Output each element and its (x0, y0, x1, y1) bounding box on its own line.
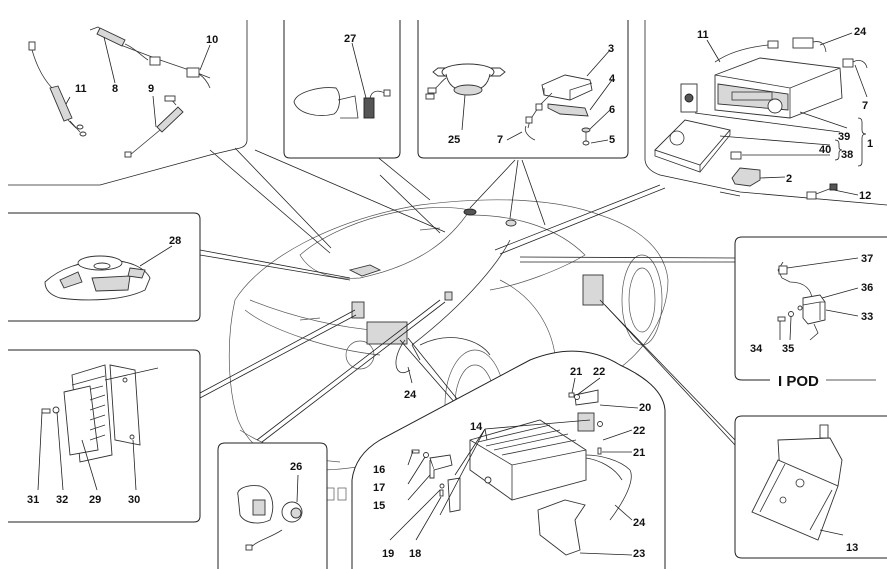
part-label: 37 (861, 253, 873, 265)
part-label: 11 (75, 83, 87, 95)
panel-amplifier: 31 32 29 30 (8, 349, 201, 523)
part-label: 2 (786, 173, 792, 185)
part-label: 40 (819, 144, 831, 156)
part-label: 5 (609, 134, 615, 146)
part-label: 24 (633, 517, 646, 529)
part-label: 26 (290, 461, 302, 473)
part-label: 7 (862, 100, 868, 112)
part-label: 31 (27, 494, 39, 506)
part-label: 36 (861, 282, 873, 294)
leader-lines (199, 147, 736, 446)
part-label: 18 (409, 548, 421, 560)
part-label: 23 (633, 548, 645, 560)
part-label: 22 (633, 425, 645, 437)
part-label: 32 (56, 494, 68, 506)
part-label: 1 (867, 138, 873, 150)
part-label: 3 (608, 43, 614, 55)
panel-bracket: 13 (734, 415, 887, 559)
part-label: 39 (838, 131, 850, 143)
part-label: 13 (846, 542, 858, 554)
part-label: 6 (609, 104, 615, 116)
part-label: 20 (639, 402, 651, 414)
part-label: 30 (128, 494, 140, 506)
part-label: 28 (169, 235, 181, 247)
part-label: 29 (89, 494, 101, 506)
part-label: 27 (344, 33, 356, 45)
part-label: 38 (841, 149, 853, 161)
part-label: 4 (609, 73, 616, 85)
panel-door-speaker: 26 (217, 442, 328, 569)
part-label: 8 (112, 83, 118, 95)
panel-mirror: 27 (283, 20, 401, 159)
part-label: 24 (854, 26, 867, 38)
panel-subwoofer: 28 (8, 212, 201, 322)
part-label: 19 (382, 548, 394, 560)
panel-roof-parts: 25 3 4 6 5 7 (417, 20, 629, 159)
ipod-section-title: I POD (778, 373, 819, 390)
part-label: 11 (697, 29, 709, 41)
part-label: 10 (206, 34, 218, 46)
panel-ipod: 37 36 33 34 35 I POD (734, 236, 887, 390)
part-label: 15 (373, 500, 385, 512)
car-body-illustration (228, 199, 669, 501)
part-label: 24 (404, 389, 417, 401)
panel-head-unit: 11 24 7 39 40 38 1 2 12 (644, 20, 887, 206)
part-label: 9 (148, 83, 154, 95)
part-label: 33 (861, 311, 873, 323)
part-label: 35 (782, 343, 794, 355)
part-label: 7 (497, 134, 503, 146)
panel-antenna-cables: 11 8 9 10 (8, 20, 248, 186)
part-label: 12 (859, 190, 871, 202)
part-label: 22 (593, 366, 605, 378)
part-label: 14 (470, 421, 483, 433)
part-label: 17 (373, 482, 385, 494)
part-label: 25 (448, 134, 460, 146)
panel-cd-changer: 14 16 17 15 19 18 21 22 20 22 21 24 23 (351, 350, 666, 569)
part-label: 21 (570, 366, 582, 378)
part-label: 34 (750, 343, 763, 355)
part-label: 21 (633, 447, 645, 459)
part-label: 16 (373, 464, 385, 476)
